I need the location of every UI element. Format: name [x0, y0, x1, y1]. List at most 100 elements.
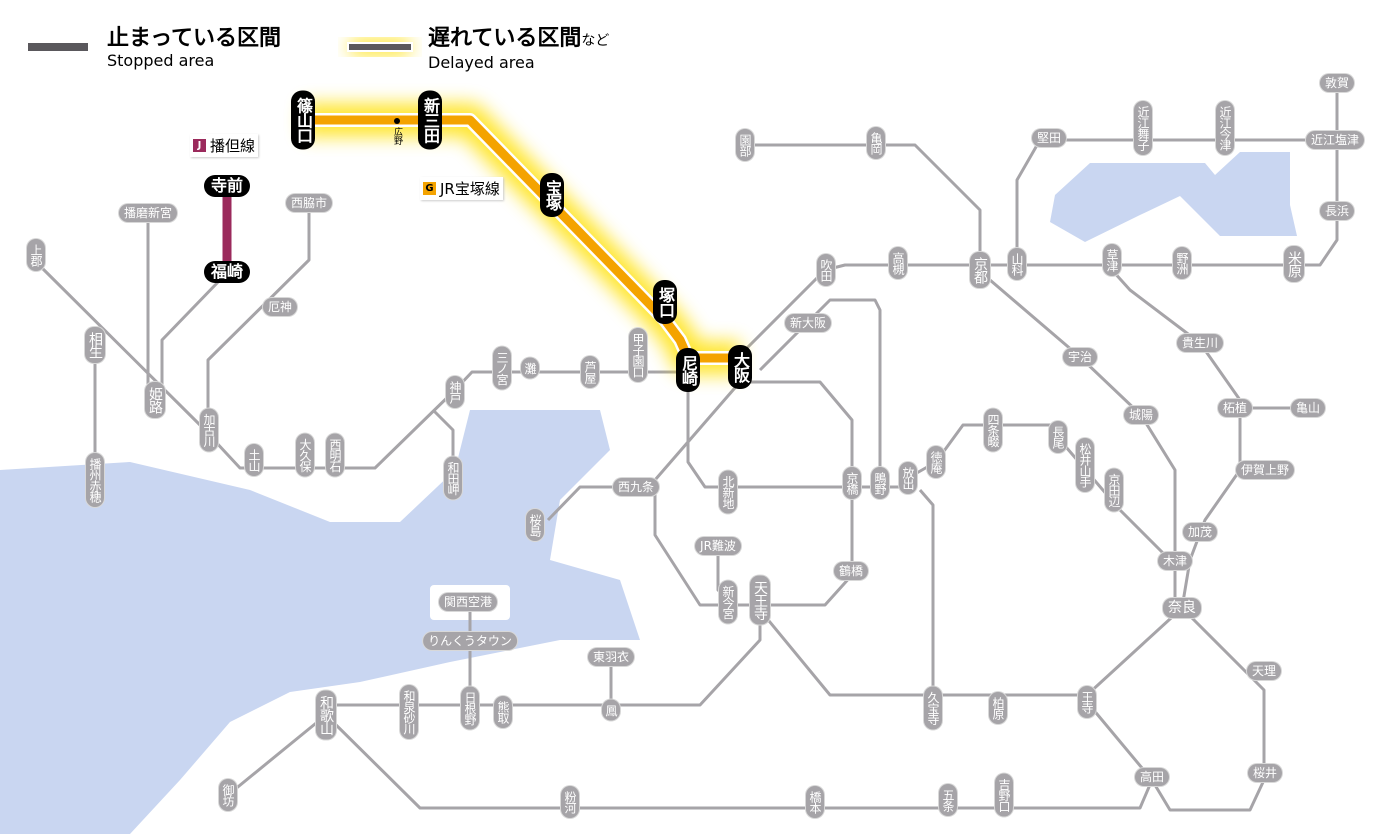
line-badge-g: G	[423, 182, 436, 195]
station[interactable]: 長浜	[1319, 202, 1355, 220]
station[interactable]: 和歌山	[316, 690, 336, 740]
station[interactable]: 関西空港	[438, 593, 498, 611]
station-affected[interactable]: 大阪	[728, 345, 752, 389]
station[interactable]: 城陽	[1123, 406, 1159, 424]
station[interactable]: 鳳	[602, 699, 620, 721]
station[interactable]: 松井山手	[1076, 438, 1094, 492]
delayed-line-jr-takarazuka	[303, 103, 740, 375]
station[interactable]: 和泉砂川	[400, 685, 418, 739]
station[interactable]: 柘植	[1217, 399, 1253, 417]
station[interactable]: 近江塩津	[1305, 131, 1365, 149]
station[interactable]: 天理	[1246, 662, 1282, 680]
station[interactable]: 西明石	[326, 433, 344, 477]
station[interactable]: 柏原	[989, 692, 1007, 724]
station[interactable]: 亀山	[1290, 399, 1326, 417]
station[interactable]: 王寺	[1078, 686, 1096, 718]
legend-delayed: 遅れている区間など Delayed area	[428, 26, 609, 72]
station[interactable]: 芦屋	[581, 356, 599, 388]
station-affected[interactable]: 新三田	[418, 90, 442, 150]
station[interactable]: 敦賀	[1319, 74, 1355, 92]
station-affected[interactable]: 寺前	[203, 175, 251, 197]
station[interactable]: 粉河	[561, 786, 579, 818]
station[interactable]: 鶴橋	[833, 562, 869, 580]
station-affected[interactable]: 尼崎	[676, 348, 700, 392]
station[interactable]: 加古川	[200, 408, 218, 452]
station[interactable]: 橋本	[806, 786, 824, 818]
station[interactable]: 京都	[970, 252, 990, 288]
station[interactable]: 北新地	[719, 470, 737, 514]
station[interactable]: 園部	[736, 129, 754, 161]
station[interactable]: 甲子園口	[629, 328, 647, 382]
station[interactable]: 播磨新宮	[118, 204, 178, 222]
hirono-dot	[394, 118, 400, 124]
station[interactable]: 五条	[939, 784, 957, 816]
station[interactable]: 桜井	[1247, 764, 1283, 782]
station[interactable]: 和田岬	[444, 456, 462, 500]
osaka-bay	[0, 410, 640, 834]
station[interactable]: 天王寺	[750, 575, 770, 625]
lake-biwa	[1050, 152, 1297, 242]
station[interactable]: 吉野口	[995, 773, 1013, 817]
station[interactable]: 貴生川	[1176, 334, 1224, 352]
station-affected[interactable]: 福崎	[203, 261, 251, 283]
station[interactable]: 放出	[899, 462, 917, 494]
line-label-bantan[interactable]: J 播但線	[190, 134, 259, 157]
station[interactable]: 近江舞子	[1134, 101, 1152, 155]
station[interactable]: 近江今津	[1216, 101, 1234, 155]
legend-swatches	[28, 40, 413, 54]
line-name: 播但線	[210, 137, 256, 155]
station[interactable]: 徳庵	[927, 446, 945, 478]
station[interactable]: 新今宮	[719, 580, 737, 624]
station[interactable]: 吹田	[817, 254, 835, 286]
station[interactable]: 米原	[1284, 246, 1304, 282]
station[interactable]: 灘	[521, 357, 539, 379]
station[interactable]: 大久保	[296, 433, 314, 477]
station[interactable]: 京田辺	[1105, 468, 1123, 512]
station[interactable]: 長尾	[1049, 421, 1067, 453]
line-badge-j: J	[193, 139, 206, 152]
station[interactable]: 山科	[1008, 248, 1026, 280]
station[interactable]: 加茂	[1182, 523, 1218, 541]
station[interactable]: 西脇市	[285, 194, 333, 212]
line-label-jr-takarazuka[interactable]: G JR宝塚線	[420, 177, 503, 200]
station-affected[interactable]: 宝塚	[540, 173, 564, 217]
station[interactable]: 上郡	[27, 239, 45, 271]
station[interactable]: 木津	[1157, 552, 1193, 570]
station[interactable]: 野洲	[1173, 247, 1191, 279]
station[interactable]: 伊賀上野	[1235, 461, 1295, 479]
station[interactable]: 三ノ宮	[493, 346, 511, 390]
station[interactable]: 宇治	[1062, 348, 1098, 366]
station[interactable]: JR難波	[695, 537, 741, 555]
legend-stopped-en: Stopped area	[107, 51, 215, 70]
station[interactable]: 桜島	[526, 509, 544, 541]
legend-delayed-jp: 遅れている区間	[428, 26, 582, 51]
station[interactable]: 鴫野	[871, 467, 889, 499]
station[interactable]: 四条畷	[984, 408, 1002, 452]
station[interactable]: 播州赤穂	[86, 453, 104, 507]
station[interactable]: 草津	[1103, 244, 1121, 276]
station[interactable]: 熊取	[494, 696, 512, 728]
station[interactable]: 厄神	[262, 298, 298, 316]
station-affected[interactable]: 塚口	[653, 280, 677, 324]
station[interactable]: 高槻	[889, 247, 907, 279]
station[interactable]: 御坊	[219, 779, 237, 811]
water	[0, 152, 1297, 834]
legend-delayed-suffix: など	[581, 33, 610, 49]
station[interactable]: 神戸	[446, 376, 464, 408]
station[interactable]: 西九条	[612, 478, 660, 496]
station[interactable]: 土山	[245, 444, 263, 476]
station[interactable]: 新大阪	[784, 314, 832, 332]
station[interactable]: 京橋	[843, 467, 861, 499]
legend-stopped-jp: 止まっている区間	[107, 26, 282, 51]
station[interactable]: 奈良	[1163, 598, 1201, 618]
station[interactable]: 東羽衣	[587, 648, 635, 666]
station[interactable]: 久宝寺	[924, 686, 942, 730]
station[interactable]: りんくうタウン	[423, 632, 517, 650]
station[interactable]: 日根野	[461, 686, 479, 730]
station[interactable]: 高田	[1134, 768, 1170, 786]
station[interactable]: 堅田	[1031, 129, 1067, 147]
station[interactable]: 姫路	[145, 382, 165, 418]
station-affected[interactable]: 篠山口	[291, 90, 315, 150]
station[interactable]: 相生	[85, 327, 105, 363]
station[interactable]: 亀岡	[867, 127, 885, 159]
